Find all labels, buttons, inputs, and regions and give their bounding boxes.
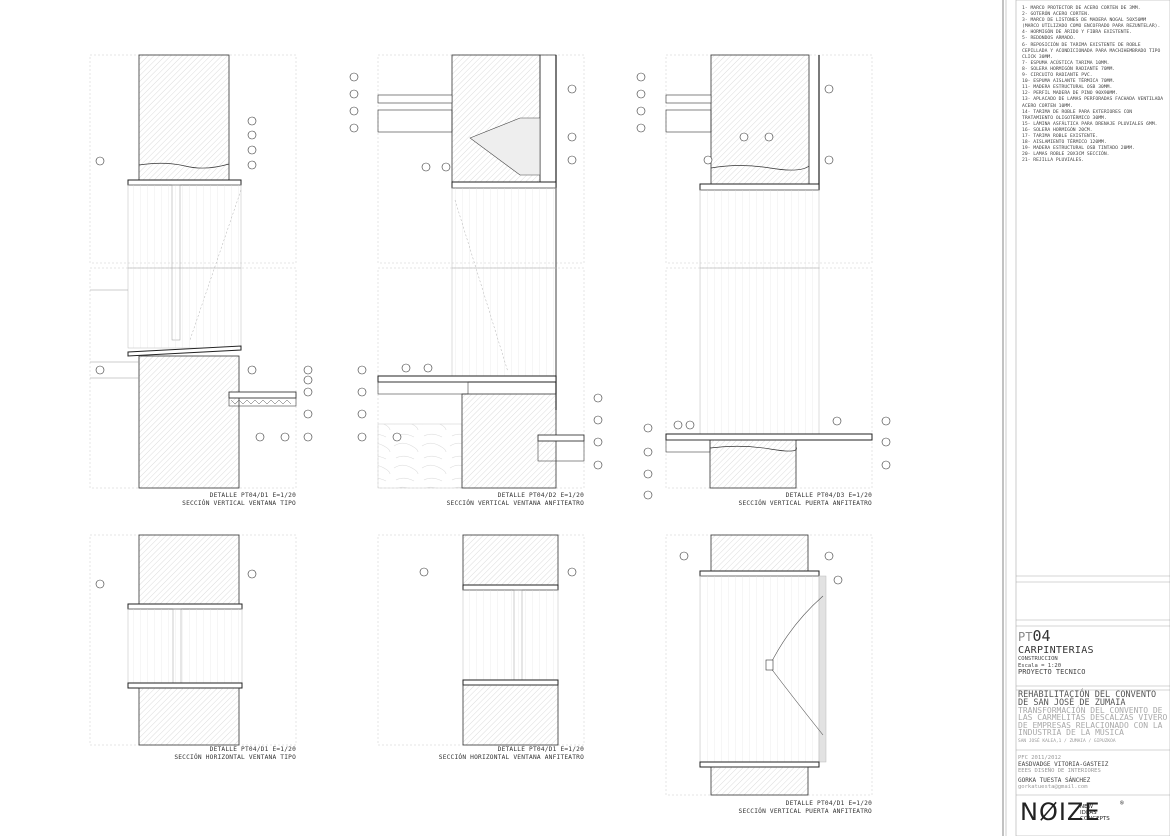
caption-detail-2: DETALLE PT04/D2 E=1/20 SECCIÓN VERTICAL …	[400, 492, 584, 508]
sheet-code-number: 04	[1032, 627, 1051, 645]
legend-item: 14- TARIMA DE ROBLE PARA EXTERIORES CON …	[1022, 109, 1135, 121]
caption-line-1: DETALLE PT04/D1 E=1/20	[209, 492, 296, 499]
caption-line-1: DETALLE PT04/D2 E=1/20	[497, 492, 584, 499]
caption-line-2: SECCIÓN VERTICAL PUERTA ANFITEATRO	[738, 500, 872, 507]
detail-2-vertical-window-amphitheatre	[349, 54, 603, 489]
legend-item: 18- AISLAMIENTO TÉRMICO 120MM.	[1022, 140, 1107, 146]
logo-tagline: NEW IDEAS CONCEPTS	[1080, 804, 1110, 822]
legend-item: 9- CIRCUITO RADIANTE PVC.	[1022, 73, 1093, 79]
brand-logo: NØIZE NEW IDEAS CONCEPTS ®	[1020, 798, 1165, 832]
detail-3-vertical-door-amphitheatre	[636, 54, 891, 500]
legend-item: 16- SOLERA HORMIGÓN 20CM.	[1022, 127, 1093, 133]
legend-item: 13- APLACADO DE LAMAS PERFORADAS FACHADA…	[1022, 97, 1166, 109]
legend-item: 7- ESPUMA ACÚSTICA TARIMA 10MM.	[1022, 60, 1110, 66]
caption-detail-1: DETALLE PT04/D1 E=1/20 SECCIÓN VERTICAL …	[130, 492, 296, 508]
logo-line: NEW	[1080, 804, 1094, 810]
legend-item: 17- TARIMA ROBLE EXISTENTE.	[1022, 133, 1099, 139]
detail-5-horizontal-window-amphitheatre	[377, 534, 585, 746]
caption-line-2: SECCIÓN VERTICAL VENTANA ANFITEATRO	[446, 500, 584, 507]
sheet-scale: Escala = 1:20	[1018, 662, 1062, 669]
author-block: PFC 2011/2012 EASDVADGE VITORIA-GASTEIZ …	[1018, 755, 1168, 791]
caption-detail-3: DETALLE PT04/D3 E=1/20 SECCIÓN VERTICAL …	[690, 492, 872, 508]
legend-item: 2- GOTERÓN ACERO CORTEN.	[1022, 12, 1090, 18]
caption-line-1: DETALLE PT04/D3 E=1/20	[785, 492, 872, 499]
author-email: gorkatuesta@gmail.com	[1018, 784, 1088, 790]
sheet-section: PROYECTO TECNICO	[1018, 668, 1086, 676]
project-title: REHABILITACIÓN DEL CONVENTO DE SAN JOSÉ …	[1018, 690, 1157, 708]
legend-item: 11- MADERA ESTRUCTURAL OSB 30MM.	[1022, 85, 1113, 91]
legend-item: 20- LAMAS ROBLE 20X3CM SECCIÓN.	[1022, 152, 1110, 158]
degree: EEES DISEÑO DE INTERIORES	[1018, 768, 1101, 774]
materials-legend: 1- MARCO PROTECTOR DE ACERO CORTEN DE 3M…	[1022, 6, 1164, 164]
project-block: REHABILITACIÓN DEL CONVENTO DE SAN JOSÉ …	[1018, 690, 1168, 745]
caption-line-1: DETALLE PT04/D1 E=1/20	[497, 746, 584, 753]
logo-line: IDEAS	[1080, 810, 1097, 816]
caption-line-1: DETALLE PT04/D1 E=1/20	[209, 746, 296, 753]
caption-line-1: DETALLE PT04/D1 E=1/20	[785, 800, 872, 807]
legend-item: 1- MARCO PROTECTOR DE ACERO CORTEN DE 3M…	[1022, 6, 1141, 11]
legend-item: 15- LÁMINA ASFÁLTICA PARA DRENAJE PLUVIA…	[1022, 121, 1158, 127]
detail-6-door-amphitheatre	[665, 534, 873, 796]
logo-wordmark: NØIZE	[1020, 798, 1101, 826]
logo-line: CONCEPTS	[1080, 816, 1110, 822]
legend-item: 12- PERFIL MADERA DE PINO 90X90MM.	[1022, 91, 1118, 97]
project-subtitle: TRANSFORMACIÓN DEL CONVENTO DE LAS CARME…	[1018, 706, 1168, 738]
caption-detail-4: DETALLE PT04/D1 E=1/20 SECCIÓN HORIZONTA…	[130, 746, 296, 762]
sheet-code-prefix: PT	[1018, 630, 1033, 644]
detail-4-horizontal-window	[89, 534, 297, 746]
legend-item: 5- REDONDOS ARMADO.	[1022, 36, 1076, 42]
sheet-title-block: PT04 CARPINTERIAS CONSTRUCCION Escala = …	[1018, 627, 1168, 676]
caption-detail-6: DETALLE PT04/D1 E=1/20 SECCIÓN VERTICAL …	[690, 800, 872, 816]
caption-line-2: SECCIÓN VERTICAL PUERTA ANFITEATRO	[738, 808, 872, 815]
caption-line-2: SECCIÓN VERTICAL VENTANA TIPO	[182, 500, 296, 507]
course: PFC 2011/2012	[1018, 755, 1062, 761]
caption-line-2: SECCIÓN HORIZONTAL VENTANA ANFITEATRO	[438, 754, 584, 761]
detail-1-vertical-window	[89, 54, 313, 489]
sheet-title: CARPINTERIAS	[1018, 645, 1094, 656]
legend-item: 3- MARCO DE LISTONES DE MADERA NOGAL 50X…	[1022, 18, 1161, 30]
legend-item: 21- REJILLA PLUVIALES.	[1022, 158, 1085, 164]
school: EASDVADGE VITORIA-GASTEIZ	[1018, 760, 1109, 768]
legend-item: 4- HORMIGÓN DE ÁRIDO Y FIBRA EXISTENTE.	[1022, 30, 1133, 36]
legend-item: 10- ESPUMA AISLANTE TÉRMICA 70MM.	[1022, 79, 1116, 85]
registered-mark: ®	[1120, 800, 1124, 807]
project-address: SAN JOSÉ KALEA,1 / ZUMAIA / GIPUZKOA	[1018, 738, 1116, 744]
legend-item: 19- MADERA ESTRUCTURAL OSB TINTADO 20MM.	[1022, 146, 1135, 152]
sheet-code: PT04	[1018, 627, 1168, 645]
author-name: GORKA TUESTA SÁNCHEZ	[1018, 776, 1091, 784]
caption-line-2: SECCIÓN HORIZONTAL VENTANA TIPO	[174, 754, 296, 761]
legend-item: 8- SOLERA HORMIGÓN RADIANTE 70MM.	[1022, 66, 1116, 72]
sheet-category: CONSTRUCCION	[1018, 656, 1058, 662]
legend-item: 6- REPOSICIÓN DE TARIMA EXISTENTE DE ROB…	[1022, 42, 1164, 60]
caption-detail-5: DETALLE PT04/D1 E=1/20 SECCIÓN HORIZONTA…	[400, 746, 584, 762]
